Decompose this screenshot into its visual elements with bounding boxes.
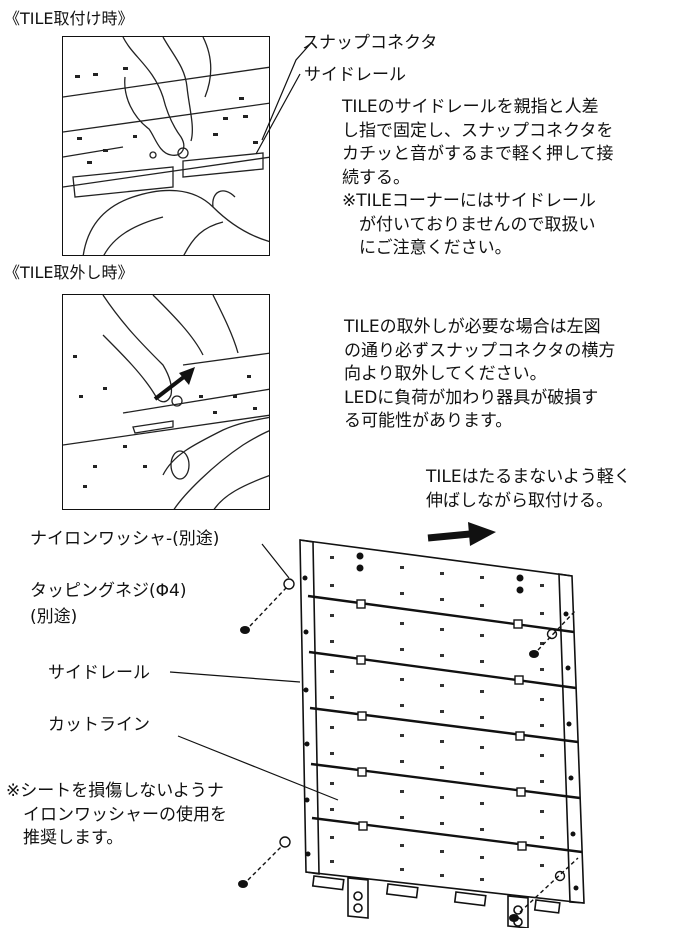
washer-label: ナイロンワッシャ-(別途) [30,529,220,549]
install-photo [62,36,270,256]
install-note-line: にご注意ください。 [359,238,512,258]
remove-line: の通り必ずスナップコネクタの横方 [344,340,616,361]
install-line: 続する。 [342,167,410,188]
install-heading: 《TILE取付け時》 [4,9,134,28]
snap-connector-label: スナップコネクタ [302,33,438,53]
stretch-note-line: 伸ばしながら取付ける。 [426,490,613,511]
stretch-arrow-icon [427,530,471,542]
remove-line: TILEの取外しが必要な場合は左図 [344,317,601,337]
install-line: TILEのサイドレールを親指と人差 [342,97,599,117]
screw-label: タッピングネジ(Φ4) [30,581,187,601]
install-line: カチッと音がするまで軽く押して接 [342,144,614,164]
caution-line: ※シートを損傷しないようナ [6,781,224,801]
remove-line: 向より取外してください。 [344,364,547,384]
screw-icon [238,880,248,888]
install-note-line: が付いておりませんので取扱い [359,214,596,235]
washer-icon [283,578,295,590]
washer-icon [279,836,291,848]
screw-label-sub: (別途) [30,607,78,627]
remove-heading: 《TILE取外し時》 [4,263,134,282]
install-line: し指で固定し、スナップコネクタを [342,120,614,141]
side-rail-label-photo: サイドレール [304,65,406,85]
install-instructions: TILEのサイドレールを親指と人差 し指で固定し、スナップコネクタを カチッと音… [342,96,614,261]
caution-line: イロンワッシャーの使用を [23,804,227,825]
stretch-note-line: TILEはたるまないよう軽く [426,467,631,487]
washer-icon [546,628,558,640]
caution-line: 推奨します。 [23,828,124,848]
screw-icon [509,914,519,922]
remove-instructions: TILEの取外しが必要な場合は左図 の通り必ずスナップコネクタの横方 向より取外… [344,316,615,434]
screw-icon [529,650,539,658]
remove-photo [62,294,270,510]
side-rail-label: サイドレール [48,663,150,683]
stretch-note: TILEはたるまないよう軽く 伸ばしながら取付ける。 [426,466,631,513]
remove-line: LEDに負荷が加わり器具が破損す [344,387,599,408]
screw-icon [240,626,250,634]
remove-line: る可能性があります。 [344,411,513,431]
install-note-line: ※TILEコーナーにはサイドレール [342,191,596,211]
washer-icon [554,870,566,882]
caution-note: ※シートを損傷しないようナ イロンワッシャーの使用を 推奨します。 [6,780,227,851]
cut-line-label: カットライン [48,715,150,735]
